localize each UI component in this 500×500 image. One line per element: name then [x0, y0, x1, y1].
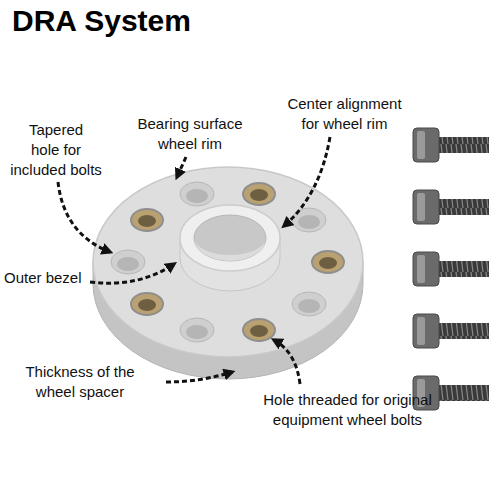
- hole-bore: [186, 189, 208, 203]
- hole-bore: [298, 215, 320, 229]
- hole-bore: [298, 299, 320, 313]
- callout-label: Center alignment for wheel rim: [262, 94, 427, 134]
- tapered-hole: [111, 182, 326, 342]
- bolt-shank: [437, 385, 489, 401]
- callout-label: Thickness of the wheel spacer: [14, 362, 146, 402]
- threaded-hole: [131, 183, 344, 341]
- bolt-head: [413, 314, 439, 348]
- leader-line: [177, 157, 186, 177]
- thread-insert: [131, 293, 163, 315]
- bolt-shank: [437, 323, 489, 339]
- bolt-shank: [437, 261, 489, 277]
- callout-label: Bearing surface wheel rim: [128, 114, 252, 154]
- hole-rim: [180, 182, 214, 206]
- bolt-set: [413, 128, 489, 410]
- bolt-highlight: [417, 255, 425, 283]
- thread-insert: [131, 209, 163, 231]
- spacer-face: [93, 167, 363, 357]
- hub-bore: [194, 215, 266, 261]
- bolt-highlight: [417, 131, 425, 159]
- leader-line: [58, 182, 110, 252]
- diagram-title: DRA System: [12, 4, 191, 38]
- leader-line: [166, 372, 232, 382]
- hub-bore-wall: [194, 238, 266, 261]
- thread-bore: [250, 189, 268, 201]
- bolt-shank: [437, 137, 489, 153]
- thread-bore: [319, 257, 337, 269]
- thread-insert: [243, 319, 275, 341]
- leader-line: [274, 340, 300, 384]
- leader-line: [90, 264, 174, 283]
- hole-bore: [117, 257, 139, 271]
- hole-bore: [186, 325, 208, 339]
- callout-label: Hole threaded for original equipment whe…: [240, 390, 455, 430]
- leader-line: [284, 137, 330, 226]
- bolt-shank: [437, 199, 489, 215]
- hole-rim: [292, 292, 326, 316]
- bolt-head: [413, 252, 439, 286]
- thread-bore: [250, 325, 268, 337]
- callout-label: Outer bezel: [4, 268, 90, 288]
- thread-bore: [138, 299, 156, 311]
- hub-face: [180, 205, 280, 271]
- hole-rim: [180, 318, 214, 342]
- thread-insert: [243, 183, 275, 205]
- hole-rim: [111, 250, 145, 274]
- thread-bore: [138, 215, 156, 227]
- bolt-highlight: [417, 317, 425, 345]
- bolt-highlight: [417, 193, 425, 221]
- thread-insert: [312, 251, 344, 273]
- bolt-head: [413, 128, 439, 162]
- bolt-head: [413, 190, 439, 224]
- callout-label: Tapered hole for included bolts: [6, 120, 106, 180]
